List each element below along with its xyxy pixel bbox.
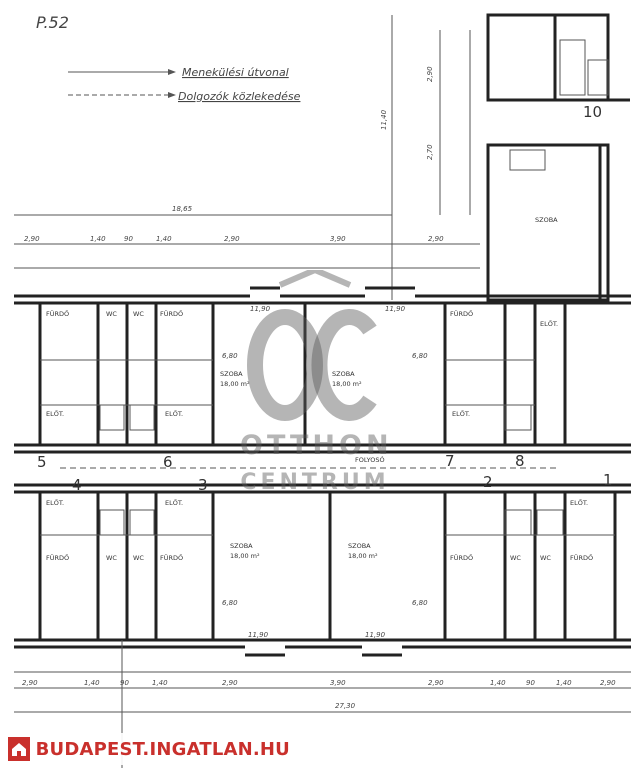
svg-text:FÜRDŐ: FÜRDŐ — [450, 309, 473, 318]
svg-text:WC: WC — [510, 554, 521, 562]
svg-text:11,90: 11,90 — [365, 631, 386, 639]
badge-text: BUDAPEST.INGATLAN.HU — [35, 738, 290, 760]
svg-text:ELŐT.: ELŐT. — [570, 498, 588, 507]
svg-text:11,90: 11,90 — [248, 631, 269, 639]
svg-text:2,90: 2,90 — [600, 679, 616, 687]
svg-text:18,00 m²: 18,00 m² — [230, 552, 260, 560]
svg-text:18,00 m²: 18,00 m² — [332, 380, 362, 388]
svg-text:18,65: 18,65 — [172, 205, 193, 213]
svg-text:4: 4 — [72, 476, 82, 494]
svg-text:5: 5 — [37, 453, 47, 471]
svg-text:1,40: 1,40 — [156, 235, 172, 243]
svg-text:2,90: 2,90 — [224, 235, 240, 243]
svg-text:ELŐT.: ELŐT. — [165, 409, 183, 418]
corner-mark: P.52 — [36, 13, 69, 32]
site-badge[interactable]: BUDAPEST.INGATLAN.HU — [4, 733, 290, 765]
svg-text:2,90: 2,90 — [222, 679, 238, 687]
svg-text:6: 6 — [163, 453, 173, 471]
south-wing: ELŐT. ELŐT. ELŐT. FÜRDŐ WC WC FÜRDŐ FÜRD… — [14, 492, 631, 657]
svg-text:FÜRDŐ: FÜRDŐ — [570, 553, 593, 562]
svg-text:18,00 m²: 18,00 m² — [348, 552, 378, 560]
top-dimension: 18,65 — [14, 205, 392, 216]
svg-text:SZOBA: SZOBA — [230, 542, 253, 550]
svg-text:1,40: 1,40 — [490, 679, 506, 687]
right-dimension: 11,40 2,90 2,70 — [380, 15, 471, 300]
svg-text:90: 90 — [120, 679, 129, 687]
svg-text:2,70: 2,70 — [426, 144, 434, 160]
svg-text:6,80: 6,80 — [412, 599, 428, 607]
svg-text:90: 90 — [526, 679, 535, 687]
upper-right-rooms: SZOBA 10 — [486, 13, 630, 302]
svg-text:ELŐT.: ELŐT. — [165, 498, 183, 507]
svg-text:WC: WC — [106, 310, 117, 318]
svg-text:2: 2 — [483, 473, 493, 491]
svg-text:11,90: 11,90 — [250, 305, 271, 313]
svg-text:18,00 m²: 18,00 m² — [220, 380, 250, 388]
corridor: FOLYOSÓ 5 6 7 8 4 3 2 1 — [14, 443, 631, 494]
svg-text:FÜRDŐ: FÜRDŐ — [450, 553, 473, 562]
north-wing: 11,90 11,90 FÜRDŐ WC WC FÜRDŐ FÜRDŐ ELŐT… — [14, 286, 631, 445]
svg-text:ELŐT.: ELŐT. — [46, 498, 64, 507]
svg-text:11,90: 11,90 — [385, 305, 406, 313]
svg-text:2,90: 2,90 — [428, 235, 444, 243]
svg-text:FÜRDŐ: FÜRDŐ — [160, 309, 183, 318]
legend-staff-route: Dolgozók közlekedése — [178, 90, 301, 103]
svg-text:3,90: 3,90 — [330, 679, 346, 687]
svg-text:6,80: 6,80 — [222, 599, 238, 607]
svg-text:27,30: 27,30 — [335, 702, 356, 710]
svg-text:FOLYOSÓ: FOLYOSÓ — [355, 455, 385, 464]
svg-text:6,80: 6,80 — [412, 352, 428, 360]
svg-text:3: 3 — [198, 476, 208, 494]
svg-text:FÜRDŐ: FÜRDŐ — [160, 553, 183, 562]
bottom-dimension-row: 2,90 1,40 90 1,40 2,90 3,90 2,90 1,40 90… — [14, 640, 631, 768]
legend: Menekülési útvonal Dolgozók közlekedése — [68, 66, 301, 103]
svg-text:SZOBA: SZOBA — [348, 542, 371, 550]
svg-text:SZOBA: SZOBA — [332, 370, 355, 378]
legend-escape-route: Menekülési útvonal — [182, 66, 289, 79]
svg-text:7: 7 — [445, 452, 455, 470]
top-dimension-row: 2,90 1,40 90 1,40 2,90 3,90 2,90 — [14, 235, 480, 269]
svg-text:11,40: 11,40 — [380, 109, 388, 130]
svg-text:2,90: 2,90 — [428, 679, 444, 687]
svg-text:1,40: 1,40 — [152, 679, 168, 687]
svg-text:1,40: 1,40 — [556, 679, 572, 687]
svg-text:WC: WC — [540, 554, 551, 562]
svg-text:SZOBA: SZOBA — [535, 216, 558, 224]
svg-text:ELŐT.: ELŐT. — [452, 409, 470, 418]
svg-text:WC: WC — [133, 310, 144, 318]
svg-text:2,90: 2,90 — [426, 66, 434, 82]
svg-text:1,40: 1,40 — [90, 235, 106, 243]
svg-text:FÜRDŐ: FÜRDŐ — [46, 309, 69, 318]
svg-text:WC: WC — [106, 554, 117, 562]
svg-text:ELŐT.: ELŐT. — [540, 319, 558, 328]
svg-text:10: 10 — [583, 103, 602, 121]
svg-text:3,90: 3,90 — [330, 235, 346, 243]
svg-text:ELŐT.: ELŐT. — [46, 409, 64, 418]
svg-text:SZOBA: SZOBA — [220, 370, 243, 378]
svg-text:2,90: 2,90 — [24, 235, 40, 243]
svg-text:1,40: 1,40 — [84, 679, 100, 687]
svg-text:1: 1 — [603, 471, 613, 489]
svg-text:6,80: 6,80 — [222, 352, 238, 360]
house-icon — [8, 737, 30, 761]
svg-text:2,90: 2,90 — [22, 679, 38, 687]
svg-text:90: 90 — [124, 235, 133, 243]
svg-text:8: 8 — [515, 452, 525, 470]
svg-text:WC: WC — [133, 554, 144, 562]
svg-text:FÜRDŐ: FÜRDŐ — [46, 553, 69, 562]
